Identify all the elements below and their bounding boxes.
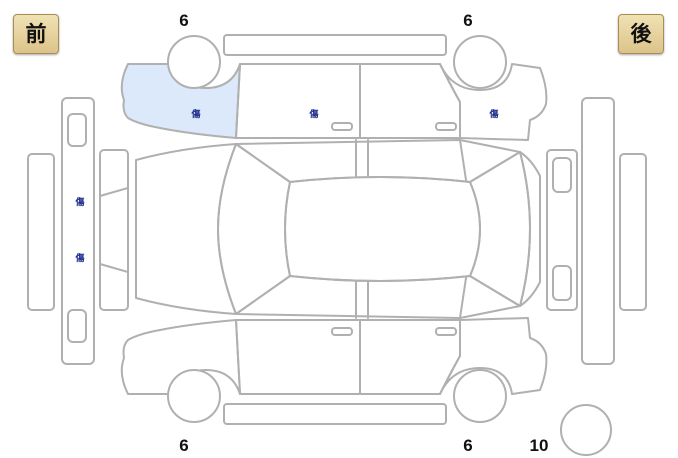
front-lamp-bottom xyxy=(67,309,87,343)
trunk[interactable] xyxy=(519,151,541,307)
front-lamp-top xyxy=(67,113,87,147)
right-side-sill[interactable] xyxy=(223,403,447,425)
right-rear-quarter[interactable] xyxy=(439,317,548,395)
left-front-door[interactable] xyxy=(235,63,361,139)
left-front-fender[interactable] xyxy=(120,63,241,139)
left-front-handle xyxy=(331,122,353,131)
damage-mark-left-rear-quarter: 傷 xyxy=(489,110,499,120)
rear-bumper-inner[interactable] xyxy=(581,97,615,365)
front-left-bottom-tire[interactable] xyxy=(167,369,221,423)
right-front-door[interactable] xyxy=(235,319,361,395)
left-rear-quarter[interactable] xyxy=(439,63,548,141)
front-bumper-outer[interactable] xyxy=(27,153,55,311)
tire-value-rear-left-top: 6 xyxy=(463,11,473,30)
damage-mark-front-bumper-upper: 傷 xyxy=(75,198,85,208)
rear-panel[interactable] xyxy=(546,149,578,311)
tire-value-rear-left-bottom: 6 xyxy=(463,436,473,455)
right-front-fender[interactable] xyxy=(120,319,241,395)
rear-left-top-tire[interactable] xyxy=(453,35,507,89)
spare-tire[interactable] xyxy=(560,404,612,456)
right-rear-handle xyxy=(435,327,457,336)
damage-mark-left-front-fender: 傷 xyxy=(191,110,201,120)
front-label: 前 xyxy=(13,14,59,54)
tire-value-spare: 10 xyxy=(529,436,549,455)
windshield[interactable] xyxy=(217,143,291,315)
damage-mark-front-bumper-lower: 傷 xyxy=(75,254,85,264)
roof[interactable] xyxy=(284,176,481,282)
rear-left-bottom-tire[interactable] xyxy=(453,369,507,423)
damage-mark-left-front-door: 傷 xyxy=(309,110,319,120)
hood[interactable] xyxy=(135,143,237,315)
tire-value-front-left-top: 6 xyxy=(179,11,189,30)
upper-side-glass[interactable] xyxy=(235,139,521,183)
rear-window[interactable] xyxy=(469,151,531,307)
lower-side-glass[interactable] xyxy=(235,275,521,319)
rear-bumper-outer[interactable] xyxy=(619,153,647,311)
left-side-sill[interactable] xyxy=(223,34,447,56)
left-rear-handle xyxy=(435,122,457,131)
front-grille[interactable] xyxy=(99,149,129,311)
rear-lamp-bottom xyxy=(552,265,572,301)
front-bumper-inner[interactable] xyxy=(61,97,95,365)
front-left-top-tire[interactable] xyxy=(167,35,221,89)
rear-lamp-top xyxy=(552,157,572,193)
rear-label: 後 xyxy=(618,14,664,54)
tire-value-front-left-bottom: 6 xyxy=(179,436,189,455)
right-front-handle xyxy=(331,327,353,336)
